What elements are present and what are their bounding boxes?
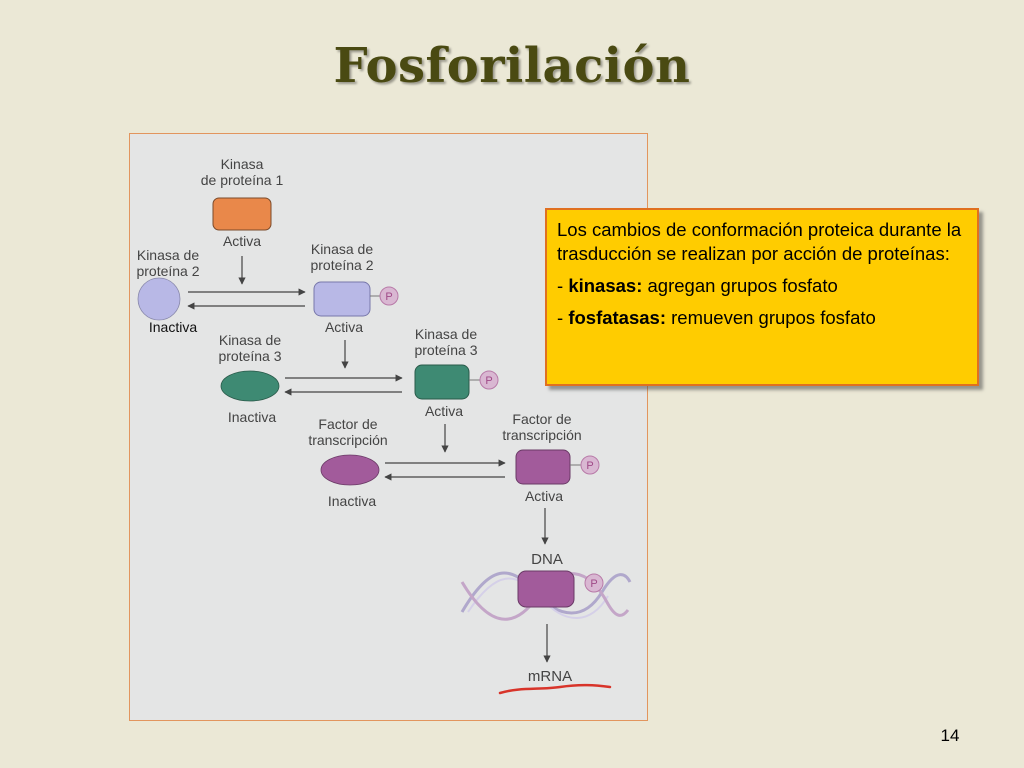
callout-item-fosfatasas: - fosfatasas: remueven grupos fosfato <box>557 306 967 330</box>
slide-title: Fosforilación <box>333 38 691 94</box>
kinase3-phosphate-icon <box>479 370 499 390</box>
dna-label: DNA <box>531 551 563 568</box>
callout-item-kinasas: - kinasas: agregan grupos fosfato <box>557 274 967 298</box>
page-number: 14 <box>940 726 960 745</box>
tf-phosphate-label: P <box>586 460 593 472</box>
kinase2-phosphate-icon <box>379 286 399 306</box>
bullet-dash: - <box>557 307 569 328</box>
kinase1-state: Activa <box>223 233 261 249</box>
desc-fosfatasas: remueven grupos fosfato <box>666 307 876 328</box>
kinase3-active-shape <box>414 364 470 400</box>
tf-inactive-state: Inactiva <box>328 493 376 509</box>
kinase3-inactive-state: Inactiva <box>228 409 276 425</box>
tf-phosphate-icon <box>580 455 600 475</box>
kinase3-inactive-shape <box>220 370 280 402</box>
tf-active-shape <box>515 449 571 485</box>
tf-inactive-shape <box>320 454 380 486</box>
kinase2-active-shape <box>313 281 371 317</box>
kinase2-phosphate-label: P <box>385 291 392 303</box>
kinase3-phosphate-label: P <box>485 375 492 387</box>
desc-kinasas: agregan grupos fosfato <box>642 275 838 296</box>
dna-phosphate-label: P <box>590 578 597 590</box>
kinase2-inactive-state: Inactiva <box>149 319 197 335</box>
info-callout: Los cambios de conformación proteica dur… <box>545 208 979 386</box>
dna-bound-tf-shape <box>517 570 575 608</box>
term-kinasas: kinasas: <box>568 275 643 296</box>
mrna-label: mRNA <box>528 668 572 685</box>
term-fosfatasas: fosfatasas: <box>568 307 666 328</box>
kinase2-active-state: Activa <box>325 319 363 335</box>
callout-intro: Los cambios de conformación proteica dur… <box>557 219 962 264</box>
dna-phosphate-icon <box>584 573 604 593</box>
mrna-strand-icon <box>498 683 612 695</box>
kinase1-shape <box>212 197 272 231</box>
tf-active-state: Activa <box>525 488 563 504</box>
kinase2-inactive-shape <box>137 277 181 321</box>
dna-helix-icon: P <box>460 570 632 621</box>
kinase3-active-state: Activa <box>425 403 463 419</box>
bullet-dash: - <box>557 275 569 296</box>
